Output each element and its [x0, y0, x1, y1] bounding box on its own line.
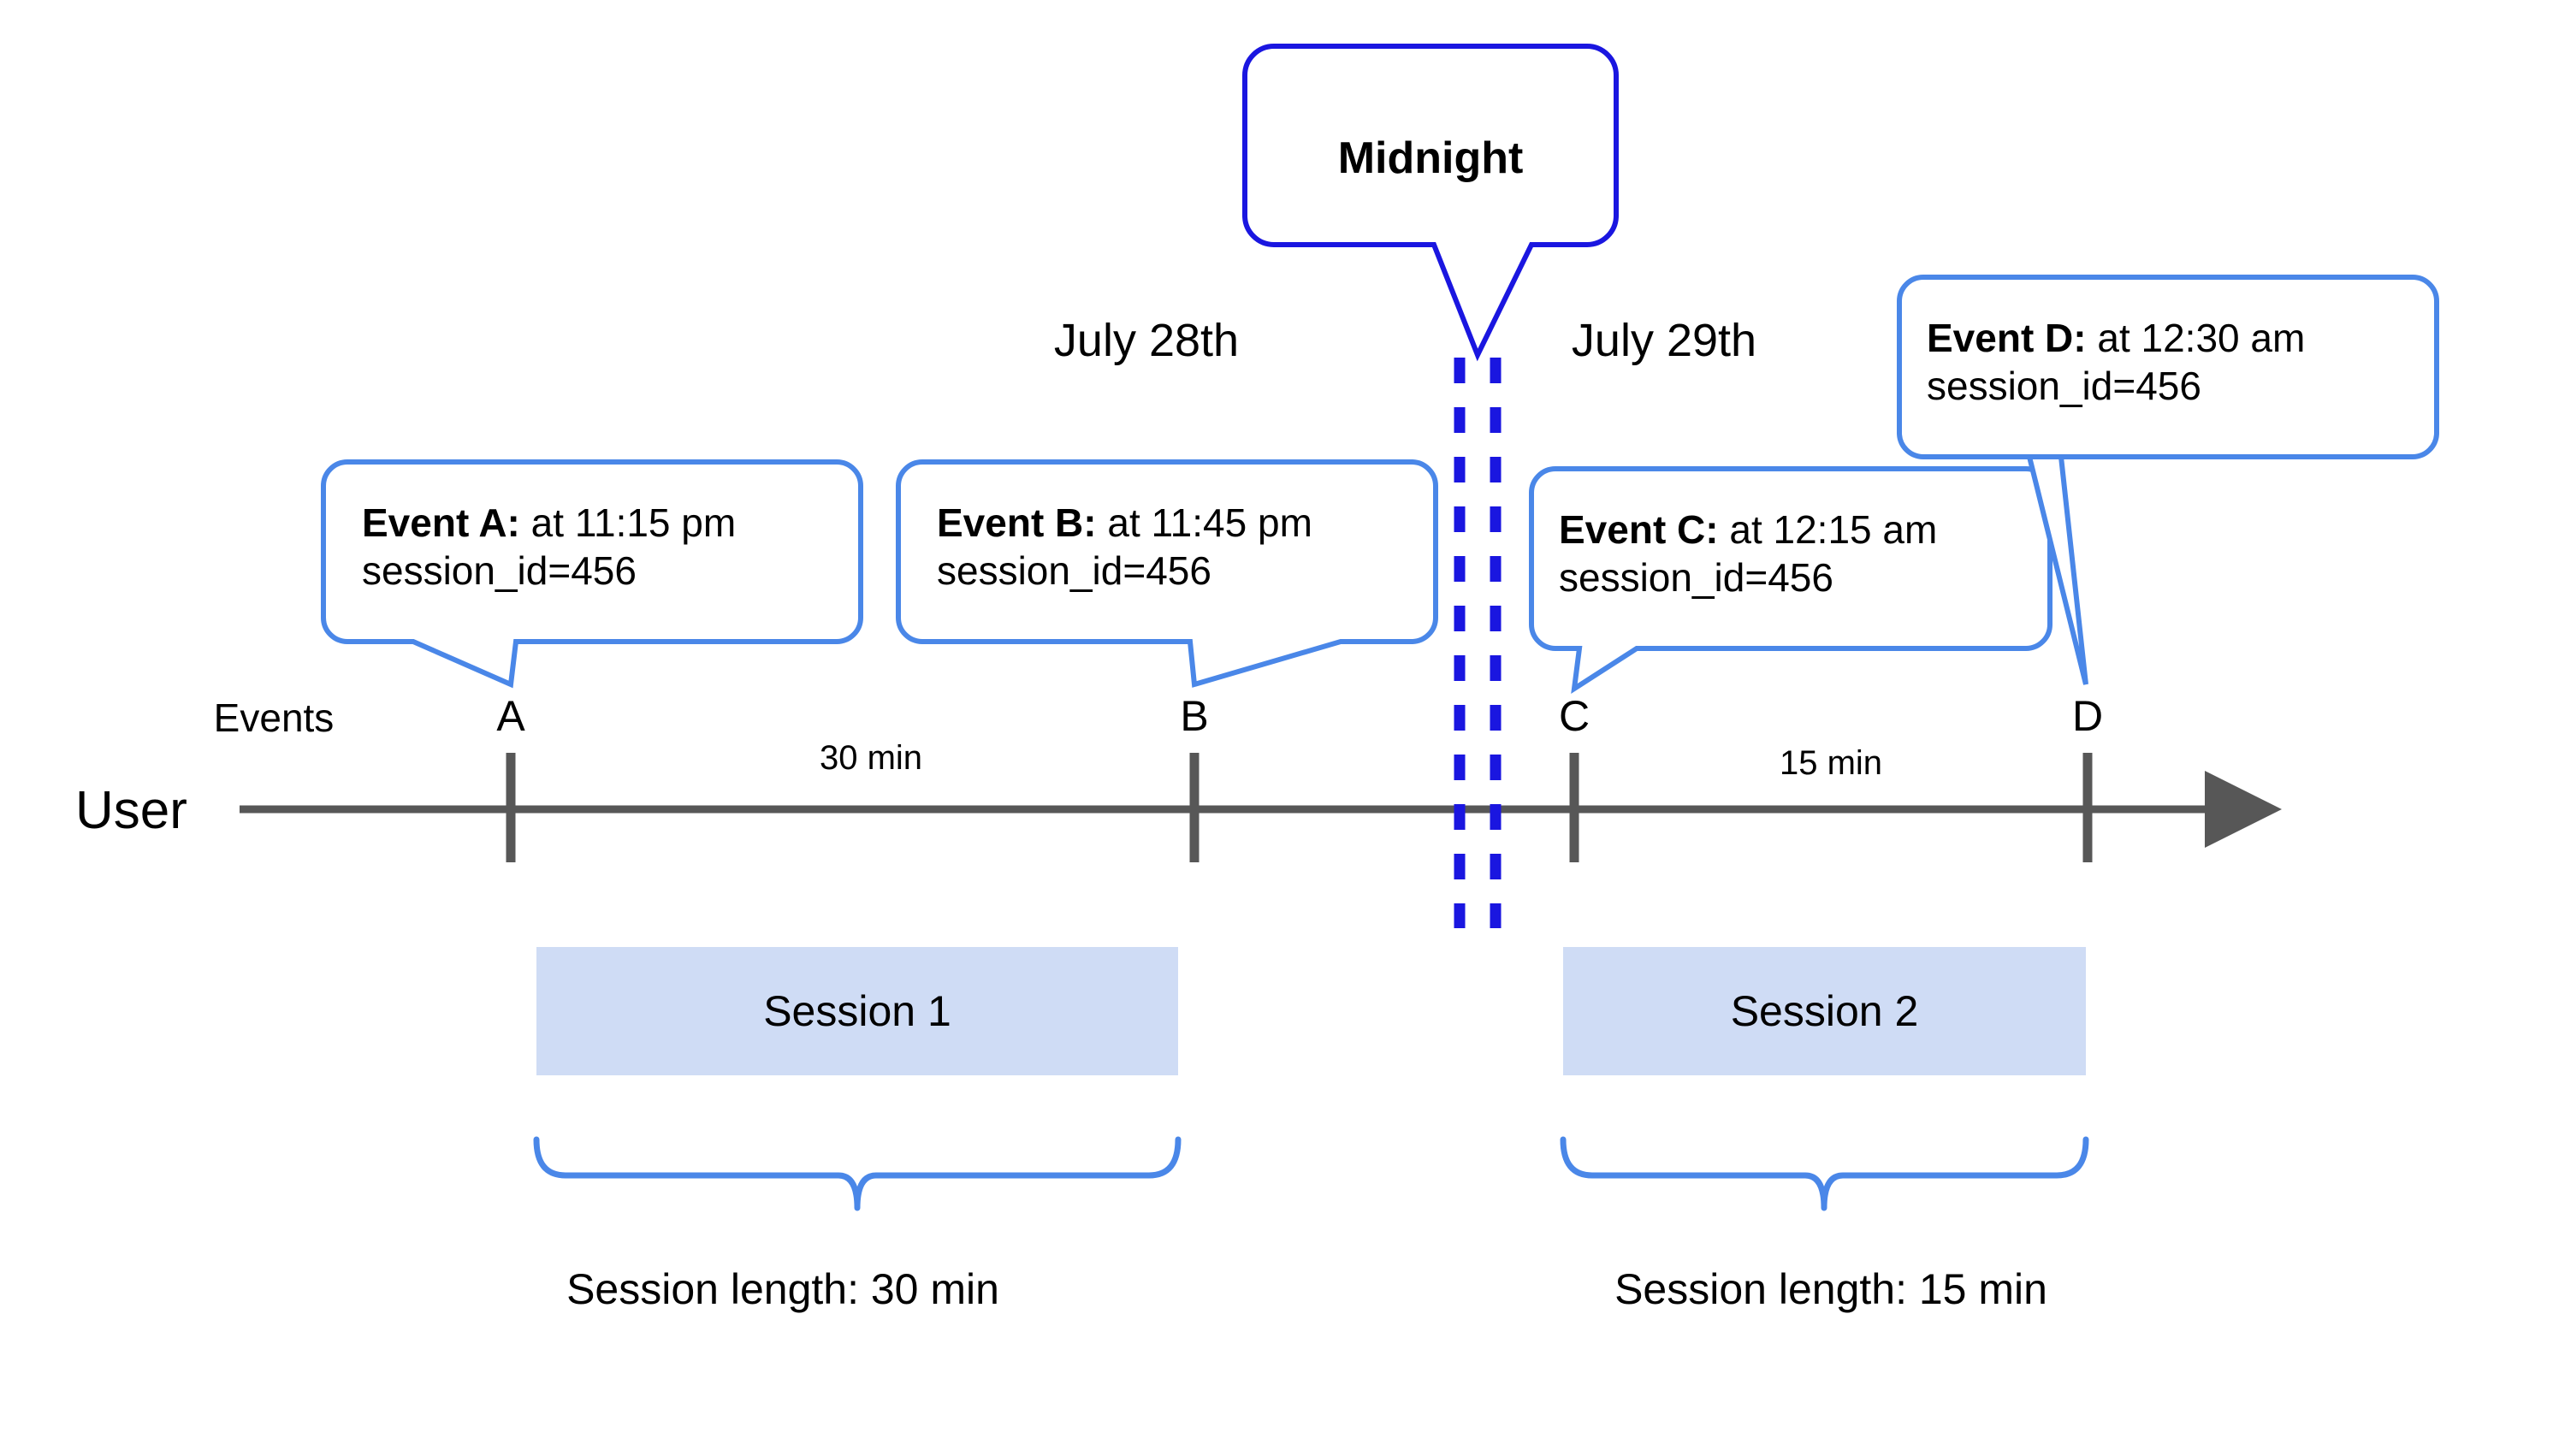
callout-detail-d: session_id=456: [1927, 364, 2201, 409]
session-box-1: Session 1: [536, 947, 1178, 1075]
brace-session-2: [1560, 1136, 2089, 1211]
session-box-2: Session 2: [1563, 947, 2086, 1075]
callout-text-b: Event B: at 11:45 pm session_id=456: [937, 499, 1312, 595]
tick-label-b: B: [1180, 692, 1209, 740]
callout-time-b: at 11:45 pm: [1096, 500, 1312, 545]
callout-title-b: Event B:: [937, 500, 1097, 545]
callout-text-d: Event D: at 12:30 am session_id=456: [1927, 314, 2305, 410]
session-length-label-2: Session length: 15 min: [1614, 1265, 2047, 1313]
date-label-july-28: July 28th: [1053, 315, 1240, 366]
callout-shape-b: [896, 459, 1438, 688]
callout-title-c: Event C:: [1559, 507, 1719, 552]
callout-time-a: at 11:15 pm: [519, 500, 737, 545]
callout-detail-b: session_id=456: [937, 548, 1211, 594]
session-box-1-label: Session 1: [763, 987, 951, 1035]
callout-time-c: at 12:15 am: [1718, 507, 1938, 552]
tick-label-a: A: [496, 692, 525, 740]
date-label-july-29: July 29th: [1571, 315, 1757, 366]
callout-text-c: Event C: at 12:15 am session_id=456: [1559, 506, 1937, 601]
lane-label-user: User: [75, 781, 187, 840]
callout-detail-a: session_id=456: [362, 548, 637, 594]
tick-label-c: C: [1558, 692, 1590, 740]
callout-time-d: at 12:30 am: [2086, 316, 2306, 360]
callout-detail-c: session_id=456: [1559, 555, 1833, 601]
callout-title-d: Event D:: [1927, 316, 2087, 360]
midnight-callout-shape: [1242, 44, 1619, 362]
tick-label-d: D: [2071, 692, 2104, 740]
callout-shape-a: [321, 459, 863, 689]
duration-label-30-min: 30 min: [819, 739, 923, 777]
callout-shape-d: [1897, 275, 2439, 685]
callout-shape-c: [1529, 466, 2052, 695]
brace-session-1: [533, 1136, 1182, 1211]
callout-title-a: Event A:: [362, 500, 520, 545]
duration-label-15-min: 15 min: [1779, 744, 1883, 782]
callout-text-a: Event A: at 11:15 pm session_id=456: [362, 499, 736, 595]
session-length-label-1: Session length: 30 min: [566, 1265, 999, 1313]
lane-label-events: Events: [213, 695, 335, 740]
midnight-label: Midnight: [1337, 133, 1524, 183]
session-box-2-label: Session 2: [1730, 987, 1919, 1035]
